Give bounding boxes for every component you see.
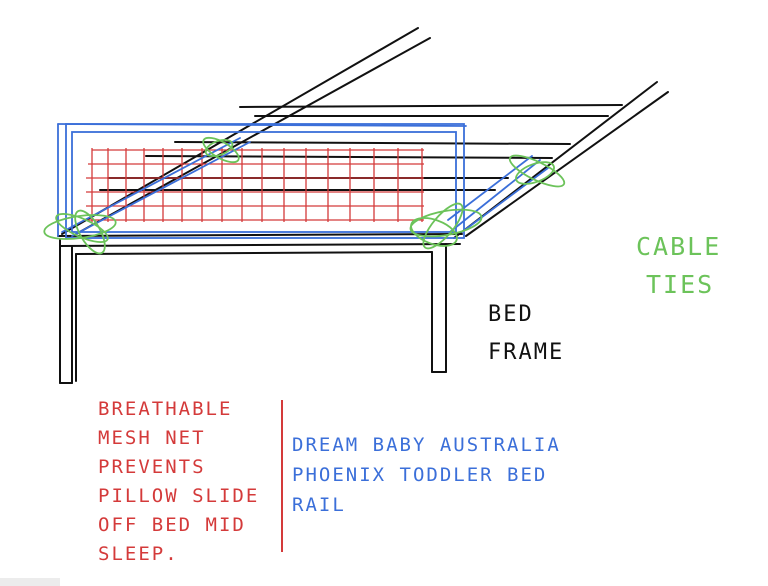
mesh-note-line-1: BREATHABLE [98, 398, 233, 420]
product-note: DREAM BABY AUSTRALIA PHOENIX TODDLER BED… [292, 430, 561, 520]
cable-tie-far-right [508, 154, 566, 188]
mesh-note-line-2: MESH NET [98, 427, 206, 449]
cable-ties-line-1: CABLE [636, 232, 722, 261]
mesh-note-line-4: PILLOW SLIDE [98, 485, 260, 507]
mesh-net-grid [86, 148, 424, 222]
cable-tie-left [43, 209, 117, 255]
cable-ties-label: CABLE TIES [636, 228, 721, 304]
mesh-note-line-3: PREVENTS [98, 456, 206, 478]
mesh-note-line-6: SLEEP. [98, 543, 179, 565]
bed-rail-frame [57, 123, 549, 239]
mesh-note-line-5: OFF BED MID [98, 514, 246, 536]
cable-ties-drawing [43, 136, 566, 255]
product-note-line-2: PHOENIX TODDLER BED [292, 464, 548, 486]
cable-ties-line-2: TIES [646, 270, 715, 299]
bed-frame-drawing [57, 27, 669, 384]
corner-shading [0, 578, 60, 586]
cable-tie-top [202, 136, 240, 164]
bed-frame-line-1: BED [488, 302, 534, 327]
cable-tie-right [409, 202, 483, 250]
bed-frame-line-2: FRAME [488, 340, 565, 365]
mesh-net-note: BREATHABLE MESH NET PREVENTS PILLOW SLID… [98, 395, 259, 569]
product-note-line-3: RAIL [292, 494, 346, 516]
product-note-line-1: DREAM BABY AUSTRALIA [292, 434, 561, 456]
bed-frame-label: BED FRAME [488, 296, 564, 372]
